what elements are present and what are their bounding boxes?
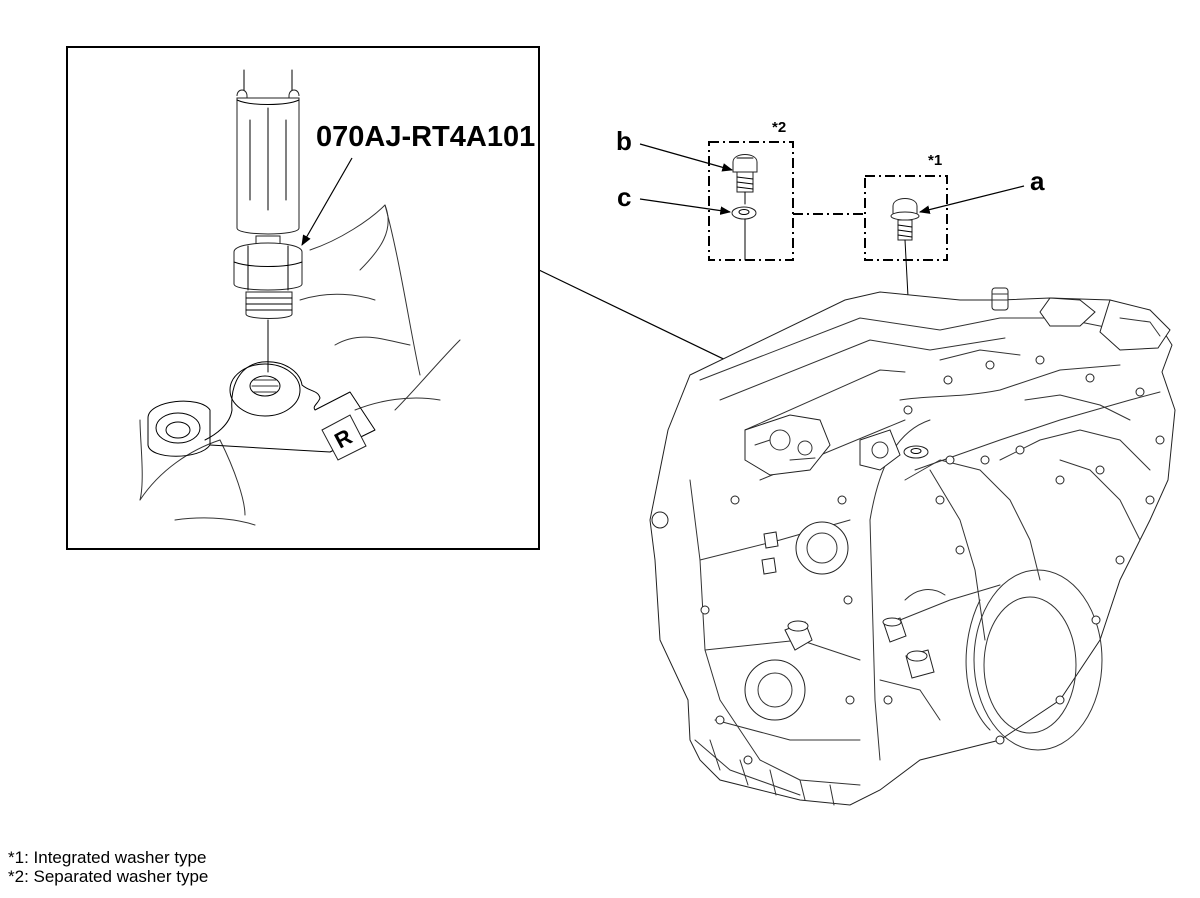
tool-leader-line bbox=[301, 157, 353, 246]
special-tool bbox=[233, 69, 303, 373]
separated-type-mark: *2 bbox=[772, 119, 786, 136]
variant-legend: *1: Integrated washer type *2: Separated… bbox=[8, 848, 208, 886]
legend-integrated: *1: Integrated washer type bbox=[8, 848, 207, 867]
detail-inset: R 070AJ-RT4A101 bbox=[66, 46, 540, 550]
integrated-washer-box bbox=[864, 175, 948, 449]
callout-c: c bbox=[617, 182, 631, 212]
callout-b-leader bbox=[639, 143, 734, 172]
integrated-type-mark: *1 bbox=[928, 152, 942, 169]
drain-hole bbox=[204, 361, 376, 453]
separated-washer-box bbox=[708, 141, 794, 261]
case-bolts bbox=[700, 355, 1165, 765]
tool-part-number: 070AJ-RT4A101 bbox=[316, 121, 535, 153]
reverse-mark: R bbox=[321, 414, 367, 461]
callout-b: b bbox=[616, 126, 632, 156]
callout-a-leader bbox=[918, 185, 1025, 214]
transmission-assembly bbox=[649, 287, 1176, 806]
legend-separated: *2: Separated washer type bbox=[8, 867, 209, 886]
callout-a: a bbox=[1030, 166, 1045, 196]
callout-c-leader bbox=[639, 198, 732, 215]
